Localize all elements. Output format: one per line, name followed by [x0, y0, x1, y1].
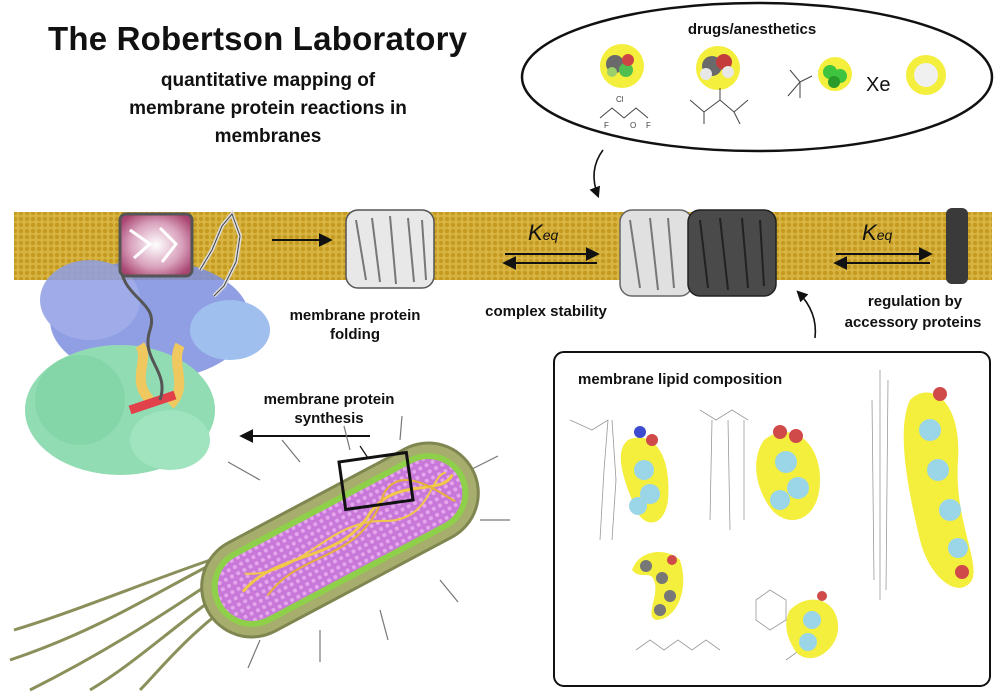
- keq-1-label: Keq: [528, 220, 558, 246]
- lipid-arrow: [796, 290, 817, 339]
- keq-2-sub: eq: [876, 227, 893, 243]
- keq-2-label: Keq: [862, 220, 892, 246]
- drugs-ellipse: [520, 1, 994, 153]
- ribosome-helices: [128, 342, 185, 415]
- keq-1-k: K: [528, 220, 543, 245]
- xe-label: Xe: [866, 74, 891, 96]
- complex-stability-label: complex stability: [485, 303, 607, 320]
- svg-text:F: F: [646, 121, 651, 130]
- keq-2-k: K: [862, 220, 877, 245]
- keq-2: [833, 247, 933, 270]
- drug-molecule-2: [696, 46, 740, 90]
- drugs-arrow: [589, 149, 604, 199]
- lipid-structure-1: [569, 419, 617, 541]
- translocon-box: [118, 212, 194, 278]
- lipid-molecule-1: [620, 426, 669, 523]
- folded-monomer: [345, 209, 435, 289]
- regulation-label-line-2: accessory proteins: [844, 314, 982, 331]
- drug-structure-3: [787, 69, 813, 98]
- bacterium-cell: [200, 441, 480, 639]
- synthesis-label-line-1: membrane protein: [263, 391, 395, 408]
- drug-molecule-3: [818, 57, 852, 91]
- lipid-molecule-2: [756, 425, 820, 520]
- drugs-label: drugs/anesthetics: [687, 21, 817, 38]
- zoom-box: [337, 450, 415, 512]
- lipid-structure-3: [871, 370, 889, 600]
- folding-label-line-2: folding: [330, 326, 380, 343]
- zoom-leader: [359, 445, 369, 459]
- lipid-structure-2: [699, 409, 749, 531]
- lipid-composition-label: membrane lipid composition: [578, 371, 783, 388]
- translocon-helices: [129, 226, 178, 263]
- nascent-chain: [118, 259, 164, 401]
- keq-1: [502, 247, 600, 270]
- subtitle-line-3: membranes: [214, 126, 322, 147]
- subtitle-line-2: membrane protein reactions in: [129, 98, 407, 119]
- drug-structure-2: [689, 88, 749, 125]
- page-title: The Robertson Laboratory: [48, 20, 468, 57]
- ribosome: [25, 260, 270, 475]
- drug-molecule-xe: [906, 55, 946, 95]
- fatty-acid-structure: [635, 639, 721, 651]
- fatty-acid-molecule: [632, 551, 684, 620]
- svg-text:F: F: [604, 121, 609, 130]
- svg-text:Cl: Cl: [616, 95, 624, 104]
- synthesis-label-line-2: synthesis: [294, 410, 364, 427]
- subtitle-line-1: quantitative mapping of: [160, 70, 376, 91]
- svg-text:O: O: [630, 121, 636, 130]
- dimer-complex: [619, 209, 777, 297]
- keq-1-sub: eq: [542, 227, 559, 243]
- accessory-protein: [946, 208, 968, 284]
- cholesterol-molecule: [786, 591, 839, 659]
- regulation-label-line-1: regulation by: [867, 293, 963, 310]
- drug-structure-1: F Cl O F: [599, 95, 651, 130]
- bacterium-pili: [227, 415, 510, 669]
- drug-molecule-1: [600, 44, 644, 88]
- lipid-molecule-3: [903, 387, 974, 588]
- folding-label-line-1: membrane protein: [289, 307, 421, 324]
